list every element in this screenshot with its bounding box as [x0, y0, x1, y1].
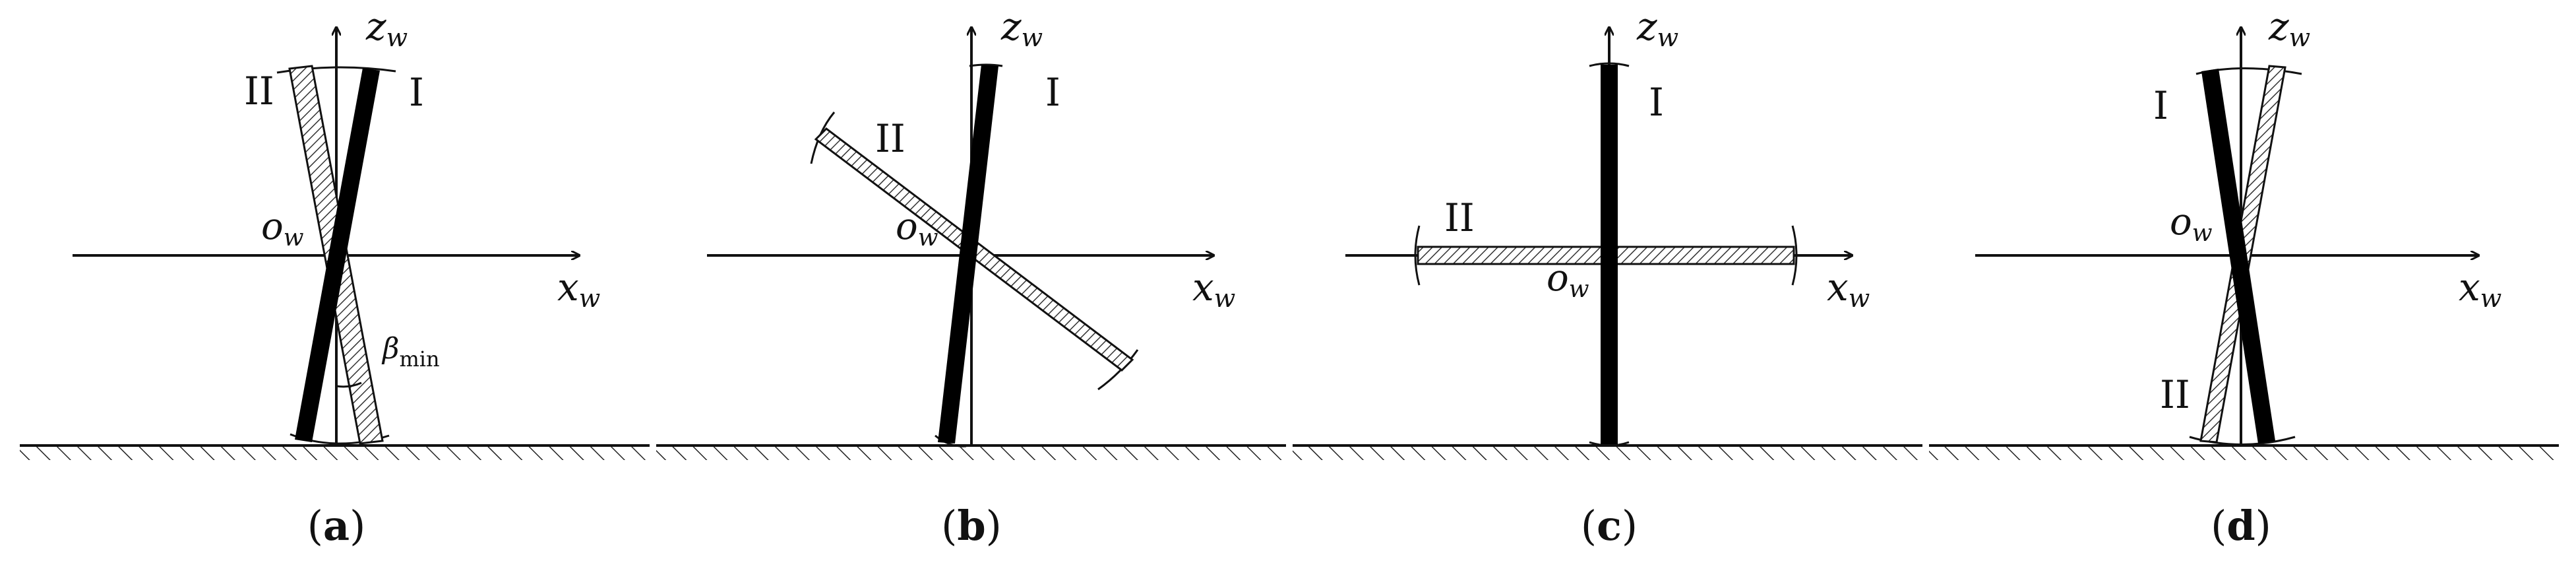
bottom-arc	[935, 434, 967, 447]
x-axis-label: xw	[557, 265, 600, 313]
origin-label: ow	[261, 205, 304, 251]
rod-I	[1601, 65, 1618, 444]
top-arc	[969, 63, 1003, 67]
rod-I-label: I	[409, 70, 424, 115]
angle-arc	[336, 381, 362, 388]
panel-a: I II zw xw ow βmin (a)	[20, 4, 650, 550]
ground-hatch	[1293, 446, 1922, 460]
rod-I	[2201, 69, 2275, 444]
right-arc	[1097, 349, 1139, 391]
rod-I-label: I	[1045, 70, 1060, 115]
x-axis-label: xw	[1192, 265, 1235, 313]
panel-c: I II zw xw ow (c)	[1293, 4, 1922, 550]
panel-d: I II zw xw ow (d)	[1929, 4, 2559, 550]
caption-a: (a)	[307, 502, 366, 550]
rod-II-label: II	[2160, 372, 2190, 417]
rod-I	[295, 68, 380, 442]
top-arc	[1589, 62, 1630, 67]
rod-II-label: II	[244, 69, 274, 114]
z-axis-label: zw	[1636, 4, 1678, 52]
z-axis-label: zw	[2268, 4, 2310, 52]
caption-d: (d)	[2211, 502, 2271, 550]
angle-label: βmin	[381, 332, 440, 372]
z-axis-label: zw	[365, 4, 408, 52]
caption-b: (b)	[941, 502, 1002, 550]
rod-I-label: I	[1649, 80, 1664, 125]
x-axis-label: xw	[2459, 265, 2501, 313]
rod-I-label: I	[2153, 83, 2168, 128]
right-arc	[1791, 225, 1798, 286]
z-axis-label: zw	[1000, 4, 1043, 52]
rod-II-label: II	[1444, 195, 1475, 240]
left-arc	[1414, 225, 1421, 286]
origin-label: ow	[1547, 257, 1589, 303]
caption-c: (c)	[1581, 502, 1638, 550]
ground-hatch	[656, 446, 1286, 460]
ground-hatch	[1929, 446, 2559, 460]
x-axis-label: xw	[1827, 265, 1870, 313]
bottom-arc	[1589, 441, 1630, 447]
ground-hatch	[20, 446, 650, 460]
panel-b: I II zw xw ow (b)	[656, 4, 1286, 550]
origin-label: ow	[896, 205, 938, 251]
rod-II-label: II	[875, 116, 905, 161]
rod-I	[938, 65, 998, 444]
origin-label: ow	[2170, 201, 2213, 247]
